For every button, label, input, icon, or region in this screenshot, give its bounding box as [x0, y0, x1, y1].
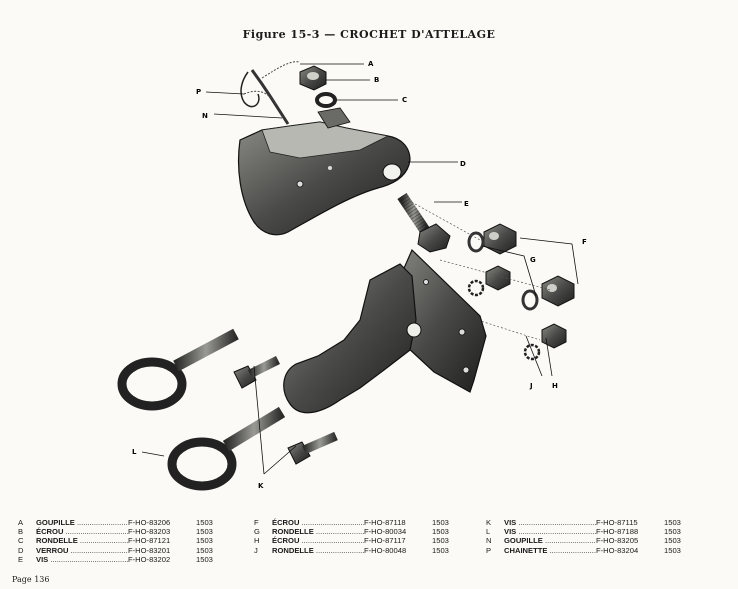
- page-number: Page 136: [12, 575, 50, 584]
- callout-g: G: [530, 256, 536, 264]
- bolt-k-lower: [287, 431, 338, 465]
- callout-p: P: [196, 88, 201, 96]
- exploded-hitch-drawing: A B C P N D E F G J H L K: [117, 60, 587, 491]
- callout-h: H: [552, 382, 558, 390]
- callout-k: K: [258, 482, 264, 490]
- latch-d: [237, 107, 411, 236]
- callout-n: N: [202, 112, 208, 120]
- star-washer-j-lower: [523, 343, 541, 361]
- callout-d: D: [460, 160, 466, 168]
- eye-bolt-l-upper: [117, 328, 239, 411]
- washer-g-lower: [521, 289, 539, 311]
- callout-c: C: [402, 96, 407, 104]
- chain-and-pin: [240, 61, 301, 125]
- bolt-e: [397, 192, 451, 253]
- nut-f-upper: [483, 223, 517, 255]
- callout-j: J: [529, 382, 533, 390]
- nut-h-upper: [485, 265, 511, 291]
- leader-lines: [141, 63, 579, 475]
- eye-bolt-l-lower: [167, 406, 286, 491]
- star-washer-j-upper: [467, 279, 485, 297]
- washer-c: [315, 92, 337, 108]
- nut-h-lower: [541, 323, 567, 349]
- washer-g-upper: [467, 231, 485, 253]
- hook-body: [283, 248, 487, 414]
- callout-f: F: [582, 238, 587, 246]
- figure-title: Figure 15-3 — CROCHET D'ATTELAGE: [242, 28, 496, 41]
- callout-l: L: [132, 448, 137, 456]
- callout-a: A: [368, 60, 374, 68]
- nut-f-lower: [541, 275, 575, 307]
- nut-b: [299, 65, 327, 91]
- callout-e: E: [464, 200, 469, 208]
- callout-b: B: [374, 76, 379, 84]
